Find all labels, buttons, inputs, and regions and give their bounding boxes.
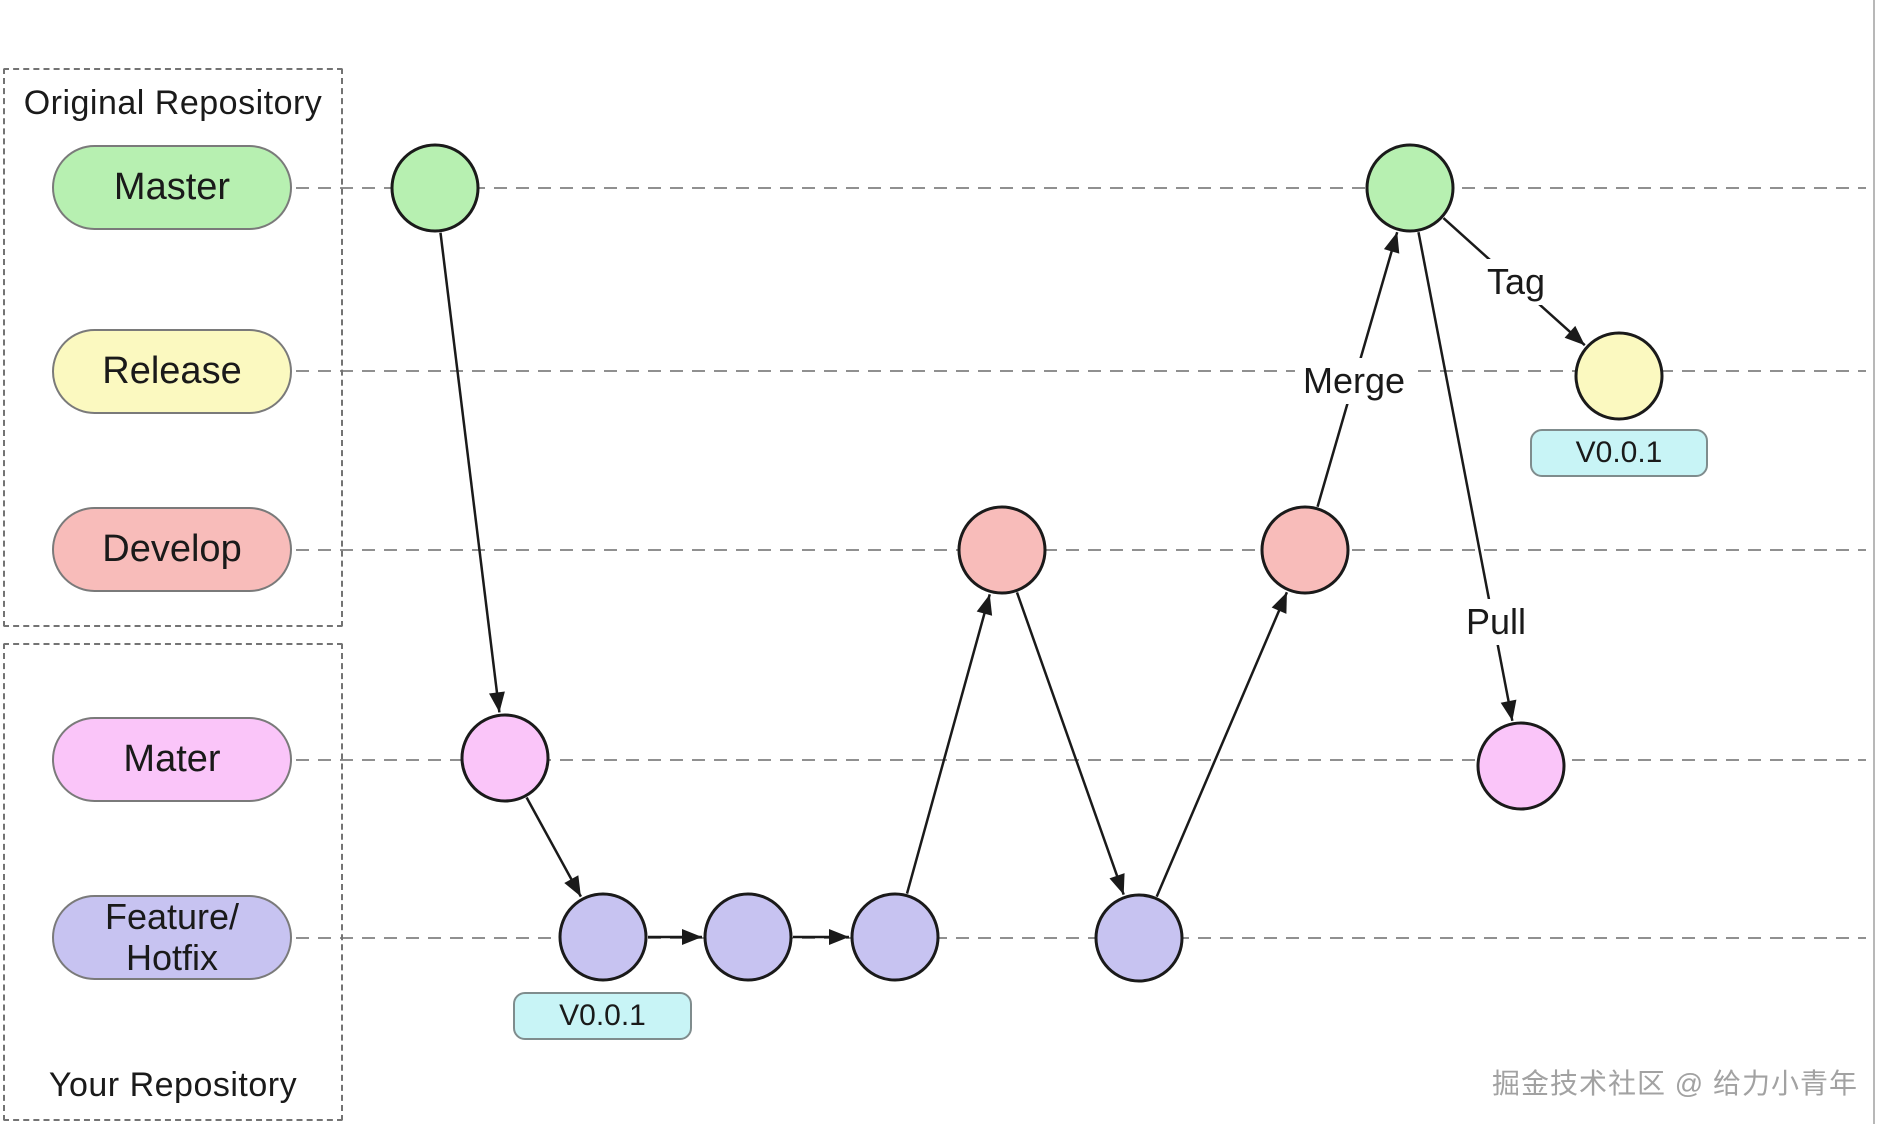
tag-arrow-label: Tag [1478, 259, 1554, 305]
arrow-commit-flow [905, 594, 993, 894]
merge-arrow-label: Merge [1294, 358, 1414, 404]
branch-pill-develop: Develop [52, 507, 292, 592]
branch-pill-release: Release [52, 329, 292, 414]
commit-develop-1-node [957, 505, 1047, 595]
canvas-right-edge-line [1873, 0, 1875, 1124]
branch-pill-feature-hotfix: Feature/ Hotfix [52, 895, 292, 980]
original-repository-title: Original Repository [23, 84, 323, 122]
commit-release-tag-node [1574, 331, 1664, 421]
commit-master-2-node [1365, 143, 1455, 233]
arrow-commit-flow [439, 232, 505, 713]
arrow-commit-flow [1155, 591, 1289, 898]
arrow-pull [1417, 231, 1517, 722]
commit-feature-3-node [850, 892, 940, 982]
commit-master-1-node [390, 143, 480, 233]
branch-pill-master: Master [52, 145, 292, 230]
commit-feature-4-node [1094, 893, 1184, 983]
commit-mater-1-node [460, 713, 550, 803]
original-repository-panel: Original Repository [3, 68, 343, 627]
your-repository-title: Your Repository [48, 1066, 298, 1104]
branch-pill-mater: Mater [52, 717, 292, 802]
commit-feature-1-node [558, 892, 648, 982]
watermark-text: 掘金技术社区 @ 给力小青年 [1492, 1068, 1858, 1099]
commit-feature-2-node [703, 892, 793, 982]
arrow-commit-flow [525, 796, 583, 898]
arrow-commit-flow [1015, 592, 1125, 896]
pull-arrow-label: Pull [1457, 599, 1535, 645]
commit-mater-2-node [1476, 721, 1566, 811]
version-tag-release: V0.0.1 [1530, 429, 1708, 477]
your-repository-panel: Your Repository [3, 643, 343, 1121]
version-tag-feature: V0.0.1 [513, 992, 692, 1040]
commit-develop-2-node [1260, 505, 1350, 595]
